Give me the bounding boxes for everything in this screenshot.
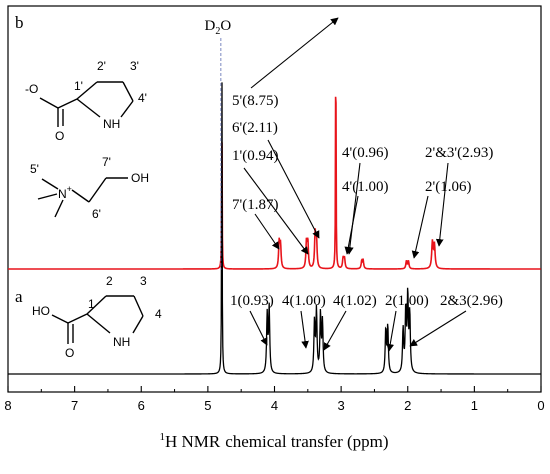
x-axis-title-sup: 1 [159,431,165,443]
mol-b-o: O [55,129,64,143]
molecule-b-choline [37,177,128,218]
x-axis-title-main: chemical transfer (ppm) [225,432,388,451]
mol-b-l7: 7' [102,155,111,169]
mol-a-l1: 1 [88,297,95,311]
label-b-5: 5'(8.75) [232,93,278,109]
label-a-4b: 4(1.02) [333,293,377,309]
label-b-1: 1'(0.94) [232,148,278,164]
tick-label-2: 2 [404,398,411,413]
mol-b-o-minus: -O [25,82,38,96]
arrow-a-2 [386,310,397,352]
tick-label-8: 8 [4,398,11,413]
arrow-b-4a [346,162,361,255]
mol-a-nh: NH [113,335,130,349]
arrow-a-4a [300,310,309,349]
tick-label-4: 4 [271,398,278,413]
mol-a-l2: 2 [106,274,113,288]
mol-b-nh: NH [103,117,120,131]
solvent-sub: 2 [215,26,220,37]
tick-label-0: 0 [537,398,544,413]
panel-label-b: b [15,13,24,32]
mol-b-l5: 5' [30,162,39,176]
label-a-4a: 4(1.00) [282,293,326,309]
mol-a-l4: 4 [155,307,162,321]
label-a-1: 1(0.93) [230,293,274,309]
arrow-b-6 [267,139,320,239]
label-a-2: 2(1.00) [385,293,429,309]
mol-b-l3: 3' [130,59,139,73]
arrow-b-7 [254,213,280,250]
mol-b-l4: 4' [138,91,147,105]
tick-label-3: 3 [338,398,345,413]
panel-label-a: a [15,287,23,306]
solvent-label: D2O [205,18,232,37]
arrow-b-5 [250,17,339,89]
arrow-a-4b [323,310,347,351]
mol-a-ho: HO [32,304,50,318]
solvent-d: D [205,18,216,34]
molecule-b-proline [39,81,134,127]
arrow-b-4b [344,195,359,255]
tick-label-6: 6 [138,398,145,413]
mol-a-l3: 3 [140,274,147,288]
arrow-b-1 [243,167,309,255]
mol-b-l2: 2' [97,59,106,73]
arrow-b-2 [411,195,429,259]
tick-label-7: 7 [71,398,78,413]
label-b-7: 7'(1.87) [232,197,278,213]
mol-b-oh: OH [131,171,149,185]
mol-b-l6: 6' [92,207,101,221]
molecule-a-proline [51,295,144,344]
solvent-o: O [220,18,231,34]
annotation-arrows [243,17,467,352]
label-b-4a: 4'(0.96) [342,145,388,161]
label-b-23: 2'&3'(2.93) [425,145,493,161]
label-b-4b: 4'(1.00) [342,179,388,195]
arrow-a-1 [249,310,268,346]
label-b-2: 2'(1.06) [425,179,471,195]
label-b-6: 6'(2.11) [232,120,278,136]
spectrum-b [8,96,541,270]
arrow-b-23 [435,162,449,247]
label-a-23: 2&3(2.96) [440,293,503,309]
mol-b-l1: 1' [74,79,83,93]
mol-b-n: N+ [58,184,72,201]
arrow-a-23 [409,310,467,347]
tick-label-1: 1 [471,398,478,413]
x-axis-title-prefix: H NMR [165,432,221,451]
spectrum-a [8,82,541,375]
mol-a-o: O [65,346,74,360]
spectra-group [8,82,541,375]
tick-label-5: 5 [204,398,211,413]
x-axis-ticks: 8 7 6 5 4 3 2 1 0 [4,386,545,413]
